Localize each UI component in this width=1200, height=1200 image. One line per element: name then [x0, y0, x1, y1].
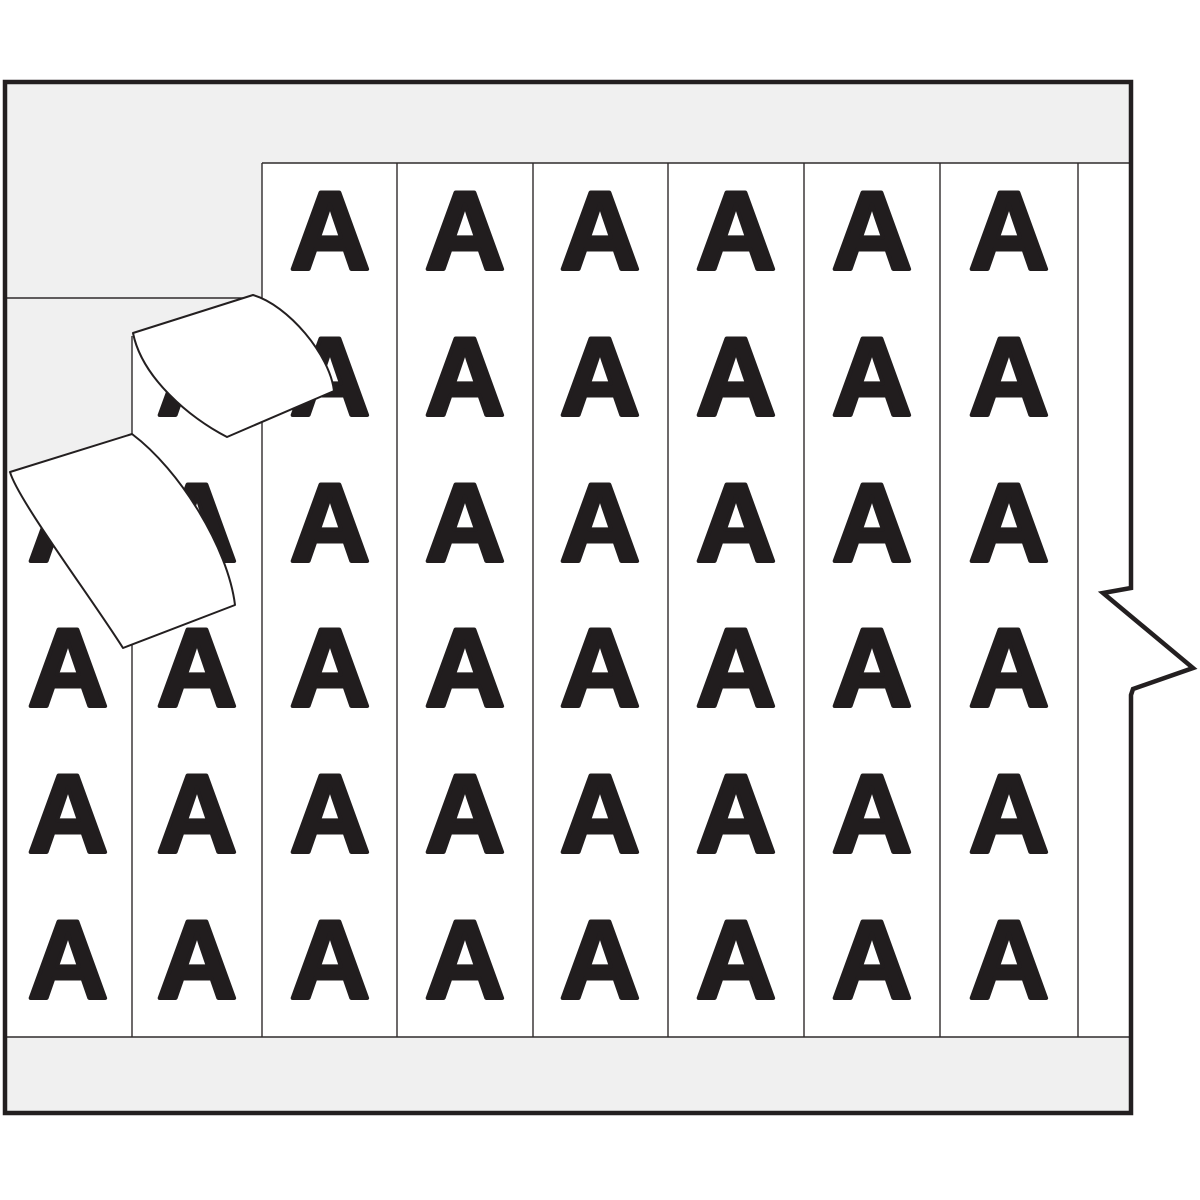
marker-letter: A [696, 752, 776, 876]
marker-letter: A [832, 606, 912, 730]
marker-letter: A [157, 752, 237, 876]
liner-bottom-band [5, 1037, 1131, 1113]
marker-letter: A [560, 315, 640, 439]
marker-letter: A [832, 752, 912, 876]
marker-letter: A [969, 898, 1049, 1022]
strip-divider-lines [5, 162, 1131, 1038]
marker-letter: A [28, 898, 108, 1022]
marker-letter: A [832, 461, 912, 585]
marker-letter: A [28, 606, 108, 730]
marker-letter: A [28, 752, 108, 876]
marker-letter: A [425, 752, 505, 876]
marker-letter: A [425, 898, 505, 1022]
marker-letter: A [969, 315, 1049, 439]
marker-letter: A [969, 606, 1049, 730]
marker-letter: A [832, 169, 912, 293]
liner-exposed-top-area [5, 82, 1131, 473]
marker-letter: A [290, 169, 370, 293]
marker-letter: A [290, 752, 370, 876]
marker-letter: A [832, 898, 912, 1022]
marker-letter: A [290, 898, 370, 1022]
marker-letter: A [157, 898, 237, 1022]
marker-letter-grid: AAAAAAAAAAAAAAAAAAAAAAAAAAAAAAAAAAAAAAAA… [26, 167, 1051, 1024]
marker-letter: A [425, 461, 505, 585]
card-border [2, 79, 1198, 1116]
marker-letter: A [696, 898, 776, 1022]
marker-letter: A [832, 315, 912, 439]
peeling-label-top [132, 294, 335, 438]
marker-letter: A [696, 315, 776, 439]
peeling-label-bottom [9, 433, 236, 649]
marker-letter: A [560, 169, 640, 293]
marker-letter: A [560, 752, 640, 876]
marker-letter: A [969, 461, 1049, 585]
marker-letter: A [696, 606, 776, 730]
marker-letter: A [560, 898, 640, 1022]
marker-letter: A [290, 606, 370, 730]
marker-letter: A [425, 169, 505, 293]
marker-letter: A [969, 169, 1049, 293]
marker-letter: A [969, 752, 1049, 876]
marker-letter: A [696, 461, 776, 585]
marker-letter: A [290, 461, 370, 585]
marker-letter: A [425, 606, 505, 730]
marker-letter: A [560, 461, 640, 585]
marker-letter: A [696, 169, 776, 293]
marker-letter: A [425, 315, 505, 439]
marker-letter: A [560, 606, 640, 730]
